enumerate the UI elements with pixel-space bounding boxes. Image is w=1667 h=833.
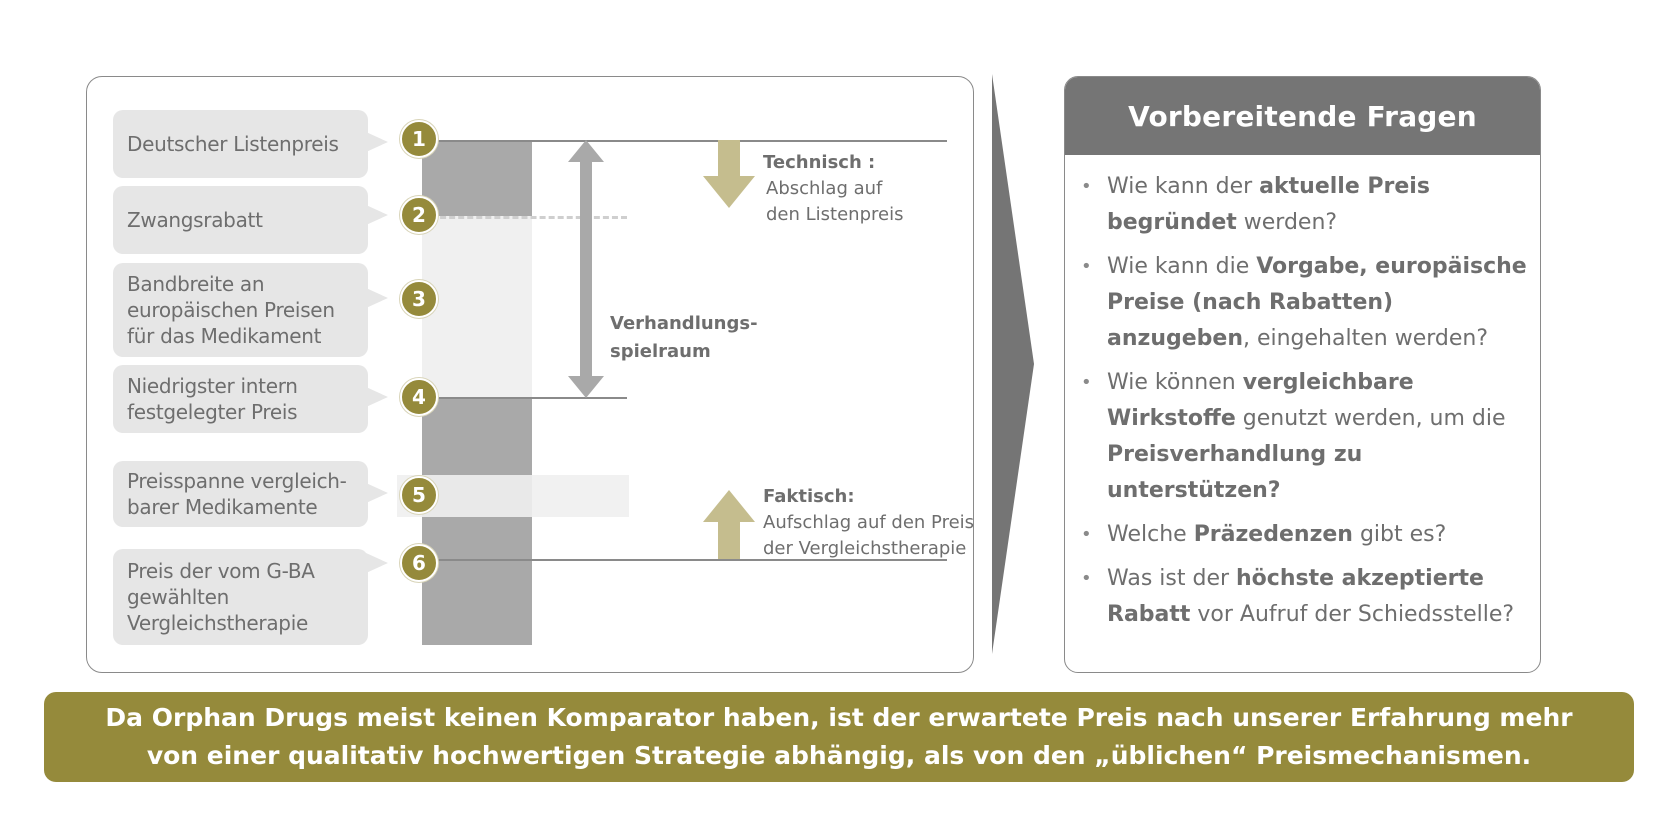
label-pointer-1 bbox=[366, 132, 388, 152]
question-item: Wie kann der aktuelle Preis begründet we… bbox=[1075, 169, 1530, 241]
chevron-right-icon bbox=[992, 74, 1034, 654]
line-listenpreis bbox=[422, 140, 947, 142]
number-badge-1: 1 bbox=[400, 120, 438, 158]
question-text: , eingehalten werden? bbox=[1242, 326, 1489, 351]
question-item: Was ist der höchste akzeptierte Rabatt v… bbox=[1075, 561, 1530, 633]
question-emphasis: Präzedenzen bbox=[1193, 522, 1353, 547]
arrow-up-icon bbox=[703, 490, 755, 559]
question-text: Wie kann der bbox=[1107, 174, 1260, 199]
bar-segment-listenpreis bbox=[422, 140, 532, 216]
question-emphasis: aktuelle Preis begründet bbox=[1107, 174, 1430, 235]
preparatory-questions-panel: Vorbereitende Fragen Wie kann der aktuel… bbox=[1064, 76, 1541, 673]
number-badge-6: 6 bbox=[400, 544, 438, 582]
label-pointer-4 bbox=[366, 387, 388, 407]
question-emphasis: vergleichbare Wirkstoffe bbox=[1107, 370, 1414, 431]
number-badge-3: 3 bbox=[400, 280, 438, 318]
banner-line-1: Da Orphan Drugs meist keinen Komparator … bbox=[105, 703, 1573, 732]
question-text: vor Aufruf der Schiedsstelle? bbox=[1190, 602, 1515, 627]
label-pointer-6 bbox=[366, 553, 388, 573]
line-niedrigster-preis bbox=[422, 397, 627, 399]
faktisch-annotation: Faktisch: Aufschlag auf den Preis der Ve… bbox=[763, 486, 975, 559]
label-vergleichstherapie: Preis der vom G-BA gewählten Vergleichst… bbox=[113, 549, 368, 645]
question-item: Wie können vergleichbare Wirkstoffe genu… bbox=[1075, 365, 1530, 509]
number-badge-4: 4 bbox=[400, 378, 438, 416]
question-item: Wie kann die Vorgabe, europäische Preise… bbox=[1075, 249, 1530, 357]
question-text: gibt es? bbox=[1352, 522, 1447, 547]
label-niedrigster-preis: Niedrigster intern festgelegter Preis bbox=[113, 365, 368, 433]
question-emphasis: Preisverhandlung zu unterstützen? bbox=[1107, 442, 1363, 503]
banner-line-2: von einer qualitativ hochwertigen Strate… bbox=[146, 741, 1532, 770]
label-europaeische-preise: Bandbreite an europäischen Preisen für d… bbox=[113, 263, 368, 357]
arrow-down-icon bbox=[703, 140, 755, 208]
label-preisspanne: Preisspanne vergleich- barer Medikamente bbox=[113, 461, 368, 527]
label-deutscher-listenpreis: Deutscher Listenpreis bbox=[113, 110, 368, 178]
technisch-annotation: Technisch : Abschlag auf den Listenpreis bbox=[763, 152, 904, 225]
question-emphasis: höchste akzeptierte Rabatt bbox=[1107, 566, 1484, 627]
question-text: Wie kann die bbox=[1107, 254, 1257, 279]
label-pointer-2 bbox=[366, 205, 388, 225]
label-pointer-5 bbox=[366, 483, 388, 503]
line-vergleichstherapie bbox=[422, 559, 947, 561]
question-text: genutzt werden, um die bbox=[1235, 406, 1506, 431]
label-zwangsrabatt: Zwangsrabatt bbox=[113, 186, 368, 254]
line-zwangsrabatt-dashed bbox=[422, 216, 627, 219]
questions-list: Wie kann der aktuelle Preis begründet we… bbox=[1065, 155, 1540, 633]
number-badge-5: 5 bbox=[400, 476, 438, 514]
conclusion-banner: Da Orphan Drugs meist keinen Komparator … bbox=[44, 692, 1634, 782]
questions-title: Vorbereitende Fragen bbox=[1065, 77, 1540, 155]
bar-segment-lower bbox=[422, 398, 532, 645]
question-item: Welche Präzedenzen gibt es? bbox=[1075, 517, 1530, 553]
question-text: Was ist der bbox=[1107, 566, 1237, 591]
double-arrow-icon bbox=[568, 140, 604, 398]
bar-segment-european-range bbox=[422, 216, 532, 398]
question-emphasis: Vorgabe, europäische Preise (nach Rabatt… bbox=[1107, 254, 1527, 351]
number-badge-2: 2 bbox=[400, 196, 438, 234]
label-pointer-3 bbox=[366, 288, 388, 308]
verhandlungsspielraum-label: Verhandlungs- spielraum bbox=[610, 313, 758, 362]
question-text: Wie können bbox=[1107, 370, 1243, 395]
question-text: werden? bbox=[1236, 210, 1338, 235]
question-text: Welche bbox=[1107, 522, 1194, 547]
